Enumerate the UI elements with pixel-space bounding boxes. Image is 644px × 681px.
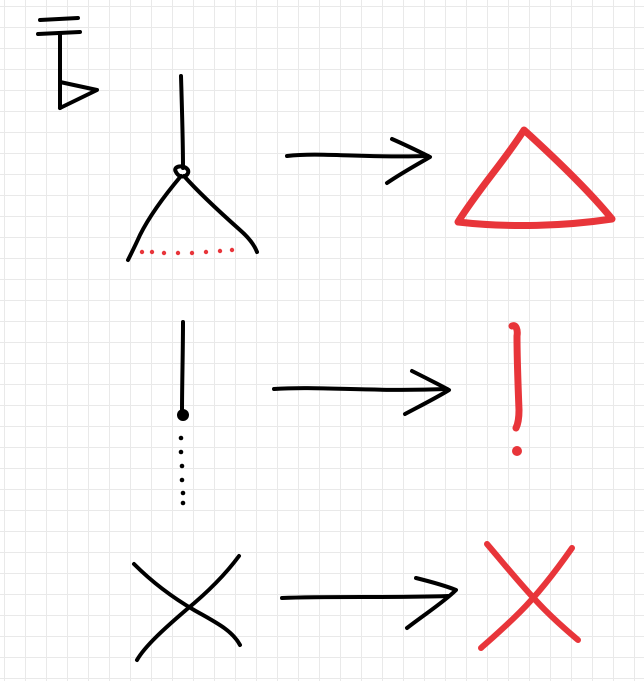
dotted-base-line — [139, 247, 235, 256]
red-triangle-icon — [454, 126, 616, 230]
arrow-right-icon — [280, 576, 458, 630]
arrow-right-icon — [272, 369, 451, 416]
rope-hook-glyph-icon — [36, 16, 99, 110]
red-exclamation-icon — [508, 322, 523, 456]
crossed-curves-icon — [132, 554, 242, 662]
red-cross-icon — [478, 541, 581, 651]
arrow-right-icon — [285, 137, 432, 185]
line-with-dot-and-dotted-tail-icon — [177, 320, 189, 506]
dotted-tail-line — [178, 435, 186, 506]
tripod-with-dotted-base-icon — [126, 74, 259, 262]
anchor-dot — [177, 409, 189, 421]
